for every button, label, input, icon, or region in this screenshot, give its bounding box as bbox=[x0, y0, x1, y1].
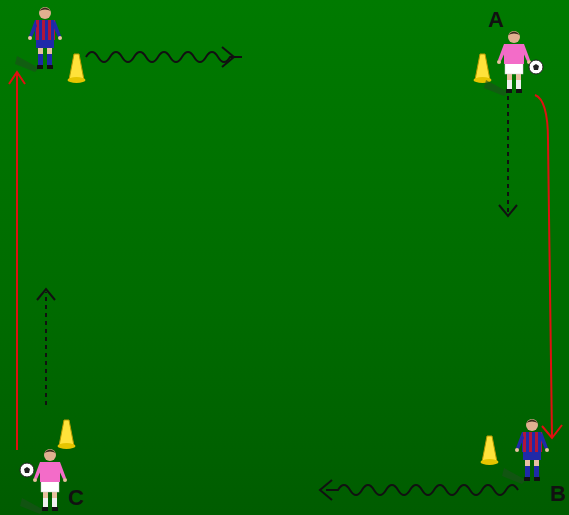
pass-arrow bbox=[37, 289, 55, 405]
player-letter: A bbox=[488, 9, 504, 31]
ball bbox=[529, 60, 543, 74]
cone bbox=[68, 54, 86, 83]
player-letter: B bbox=[550, 483, 566, 505]
dribble-arrow bbox=[320, 480, 518, 500]
cone bbox=[474, 54, 492, 83]
player bbox=[484, 31, 531, 96]
cone bbox=[481, 436, 499, 465]
ball bbox=[20, 463, 34, 477]
run-arrow bbox=[535, 95, 562, 438]
cone bbox=[58, 420, 76, 449]
player bbox=[502, 419, 549, 484]
player-letter: C bbox=[68, 487, 84, 509]
player bbox=[20, 449, 67, 514]
dribble-arrow bbox=[86, 47, 242, 67]
pass-arrow bbox=[499, 96, 517, 216]
player bbox=[15, 7, 62, 72]
run-arrow bbox=[9, 72, 25, 450]
